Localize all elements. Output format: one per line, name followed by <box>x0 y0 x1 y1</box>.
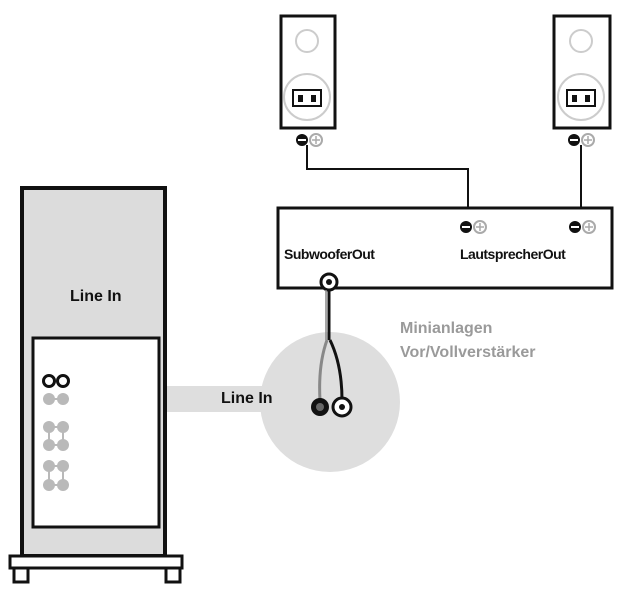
speaker-terminal-block <box>566 89 596 107</box>
rca-jack-icon <box>56 374 70 388</box>
speaker-terminal-block <box>292 89 322 107</box>
amp-name-line2: Vor/Vollverstärker <box>400 344 536 361</box>
y-cable <box>311 290 353 418</box>
speaker-left <box>279 14 337 147</box>
subwoofer <box>8 186 184 584</box>
connection-highlight <box>260 332 400 472</box>
subwoofer-connector-panel <box>31 336 161 529</box>
speaker-out-label: LautsprecherOut <box>460 246 566 262</box>
speaker-woofer <box>283 73 331 121</box>
speaker-tweeter <box>295 29 319 53</box>
speaker-right <box>552 14 612 147</box>
subwoofer-base <box>8 554 184 570</box>
speaker-wire-left <box>306 145 469 222</box>
speaker-woofer <box>557 73 605 121</box>
amp-name-line1: Minianlagen <box>400 320 493 337</box>
rca-jack-icon <box>42 374 56 388</box>
amp-line-in-label: Line In <box>221 390 273 407</box>
amplifier <box>276 206 614 292</box>
subwoofer-out-label: SubwooferOut <box>284 246 375 262</box>
speaker-tweeter <box>569 29 593 53</box>
connection-band <box>157 386 277 412</box>
subwoofer-line-in-label: Line In <box>70 288 122 305</box>
